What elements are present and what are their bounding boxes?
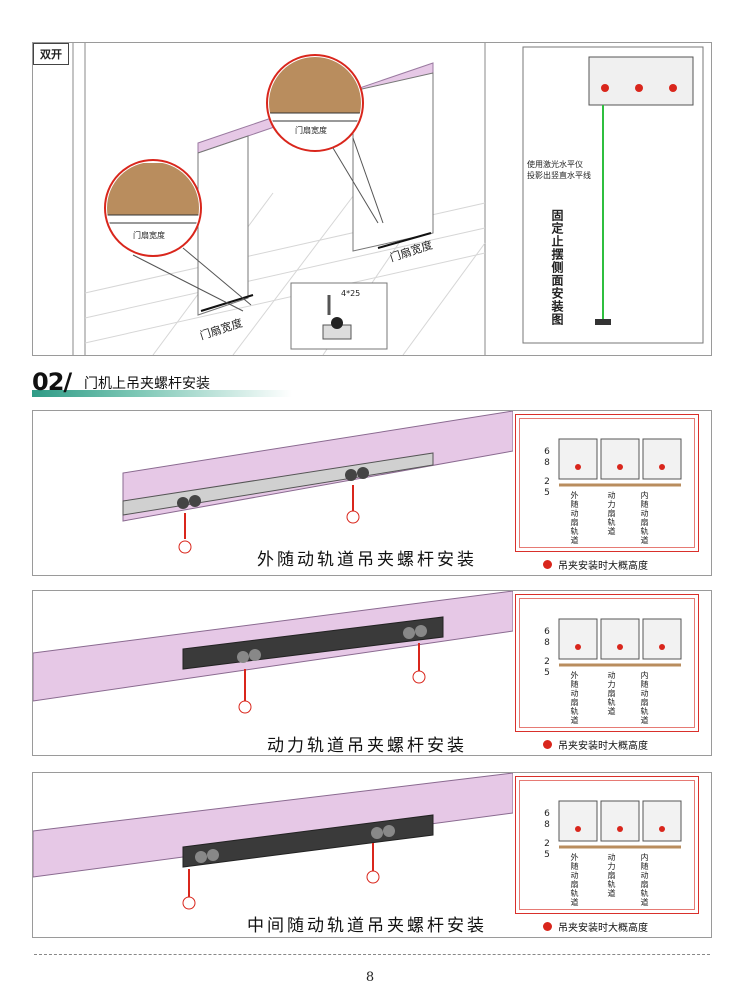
rail-illustration-1 <box>122 411 513 554</box>
dim-68-2: 68 <box>542 627 552 649</box>
legend-1: 吊夹安装时大概高度 <box>543 557 648 572</box>
red-dot-icon <box>543 922 552 931</box>
column-label-power-3: 动力扇轨道 <box>607 853 616 898</box>
screw-size-label: 4*25 <box>341 289 361 298</box>
red-dot-icon <box>543 740 552 749</box>
column-label-inner-2: 内随动扇轨道 <box>640 671 649 725</box>
height-frame-inner-1 <box>519 418 695 548</box>
top-panel: 双开 <box>32 42 712 356</box>
height-frame-inner-3 <box>519 780 695 910</box>
page-number: 8 <box>365 970 375 985</box>
height-frame-3 <box>515 776 699 914</box>
laser-note-line2: 投影出竖直水平线 <box>527 171 591 180</box>
column-label-inner-1: 内随动扇轨道 <box>640 491 649 545</box>
section-number: 02/ <box>32 368 72 396</box>
column-label-inner-3: 内随动扇轨道 <box>640 853 649 907</box>
rail-illustration-2 <box>33 591 513 714</box>
column-label-power-1: 动力扇轨道 <box>607 491 616 536</box>
legend-2: 吊夹安装时大概高度 <box>543 737 648 752</box>
rail-illustration-3 <box>33 773 513 910</box>
legend-text-3: 吊夹安装时大概高度 <box>558 923 648 934</box>
door-width-callout-2: 门扇宽度 <box>295 126 327 135</box>
section-header: 02/ 门机上吊夹螺杆安装 <box>32 368 712 398</box>
legend-text-2: 吊夹安装时大概高度 <box>558 741 648 752</box>
row-caption-3: 中间随动轨道吊夹螺杆安装 <box>247 916 487 936</box>
section-title: 门机上吊夹螺杆安装 <box>84 376 210 392</box>
height-frame-inner-2 <box>519 598 695 728</box>
column-label-outer-1: 外随动扇轨道 <box>570 491 579 545</box>
column-label-outer-2: 外随动扇轨道 <box>570 671 579 725</box>
dim-25-2: 25 <box>542 657 552 679</box>
column-label-outer-3: 外随动扇轨道 <box>570 853 579 907</box>
red-dot-icon <box>543 560 552 569</box>
door-illustration <box>72 43 704 355</box>
track-section-2 <box>558 618 682 667</box>
track-section-1 <box>558 438 682 487</box>
column-label-power-2: 动力扇轨道 <box>607 671 616 716</box>
dim-68-3: 68 <box>542 809 552 831</box>
door-width-callout-1: 门扇宽度 <box>133 231 165 240</box>
row-panel-3: 中间随动轨道吊夹螺杆安装 68 25 外随动扇轨道 动力扇轨道 内随动扇轨道 吊… <box>32 772 712 938</box>
track-section-3 <box>558 800 682 849</box>
vertical-install-title: 固定止摆侧面安装图 <box>550 209 564 326</box>
dim-25-3: 25 <box>542 839 552 861</box>
row-panel-1: 外随动轨道吊夹螺杆安装 68 25 外随动扇轨道 动力扇轨道 内随动扇轨道 吊夹… <box>32 410 712 576</box>
row-panel-2: 动力轨道吊夹螺杆安装 68 25 外随动扇轨道 动力扇轨道 内随动扇轨道 吊夹安… <box>32 590 712 756</box>
dim-68-1: 68 <box>542 447 552 469</box>
height-frame-1 <box>515 414 699 552</box>
row-caption-1: 外随动轨道吊夹螺杆安装 <box>257 550 477 570</box>
double-door-tag: 双开 <box>33 43 69 65</box>
footer-divider <box>34 954 710 955</box>
dim-25-1: 25 <box>542 477 552 499</box>
laser-note-line1: 使用激光水平仪 <box>527 160 583 169</box>
legend-3: 吊夹安装时大概高度 <box>543 919 648 934</box>
section-accent-bar <box>32 390 292 397</box>
height-frame-2 <box>515 594 699 732</box>
row-caption-2: 动力轨道吊夹螺杆安装 <box>267 736 467 756</box>
legend-text-1: 吊夹安装时大概高度 <box>558 561 648 572</box>
